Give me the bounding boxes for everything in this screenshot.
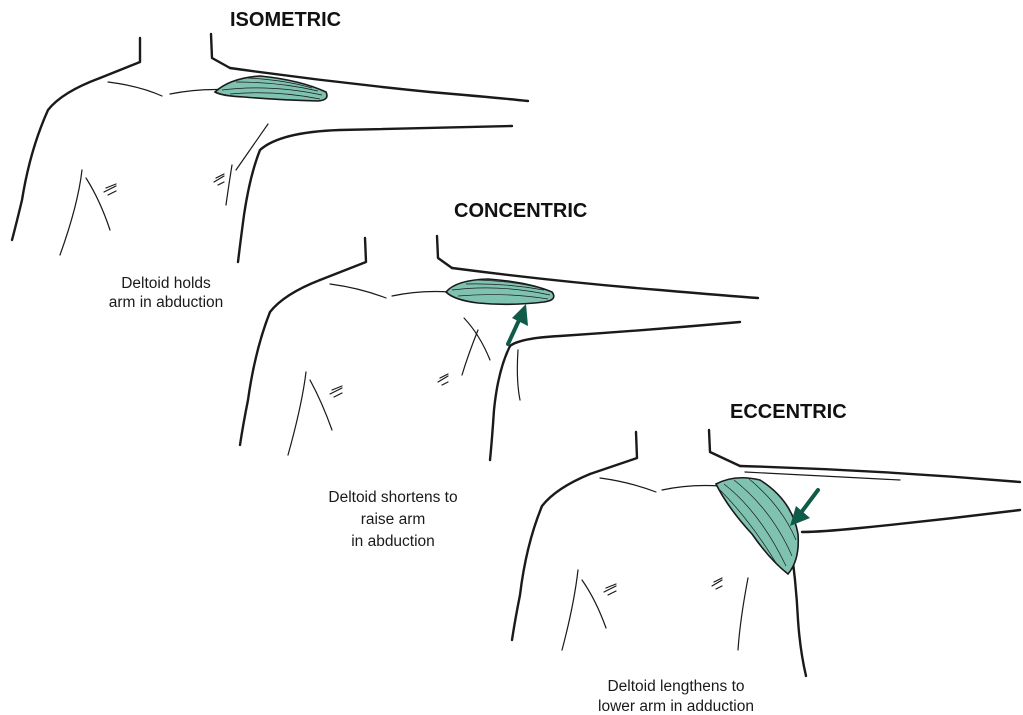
torso-isometric <box>12 34 528 262</box>
caption-concentric-line-3: in abduction <box>351 533 435 550</box>
caption-concentric-line-1: Deltoid shortens to <box>328 489 457 506</box>
arrow-lengthening <box>790 490 818 526</box>
title-concentric: CONCENTRIC <box>454 200 587 222</box>
caption-eccentric-line-1: Deltoid lengthens to <box>607 678 744 695</box>
deltoid-muscle-concentric <box>446 279 554 304</box>
deltoid-muscle-eccentric <box>716 478 798 574</box>
panel-concentric: CONCENTRIC Deltoid shortens to raise arm… <box>240 200 758 550</box>
caption-eccentric-line-2: lower arm in adduction <box>598 698 754 715</box>
arrow-shortening <box>508 304 528 344</box>
caption-isometric-line-1: Deltoid holds <box>121 275 211 292</box>
title-isometric: ISOMETRIC <box>230 9 341 31</box>
caption-isometric-line-2: arm in abduction <box>109 294 224 311</box>
title-eccentric: ECCENTRIC <box>730 401 847 423</box>
caption-concentric-line-2: raise arm <box>361 511 426 528</box>
panel-eccentric: ECCENTRIC Deltoid lengthens to lower arm… <box>512 401 1020 715</box>
torso-concentric <box>240 236 758 460</box>
